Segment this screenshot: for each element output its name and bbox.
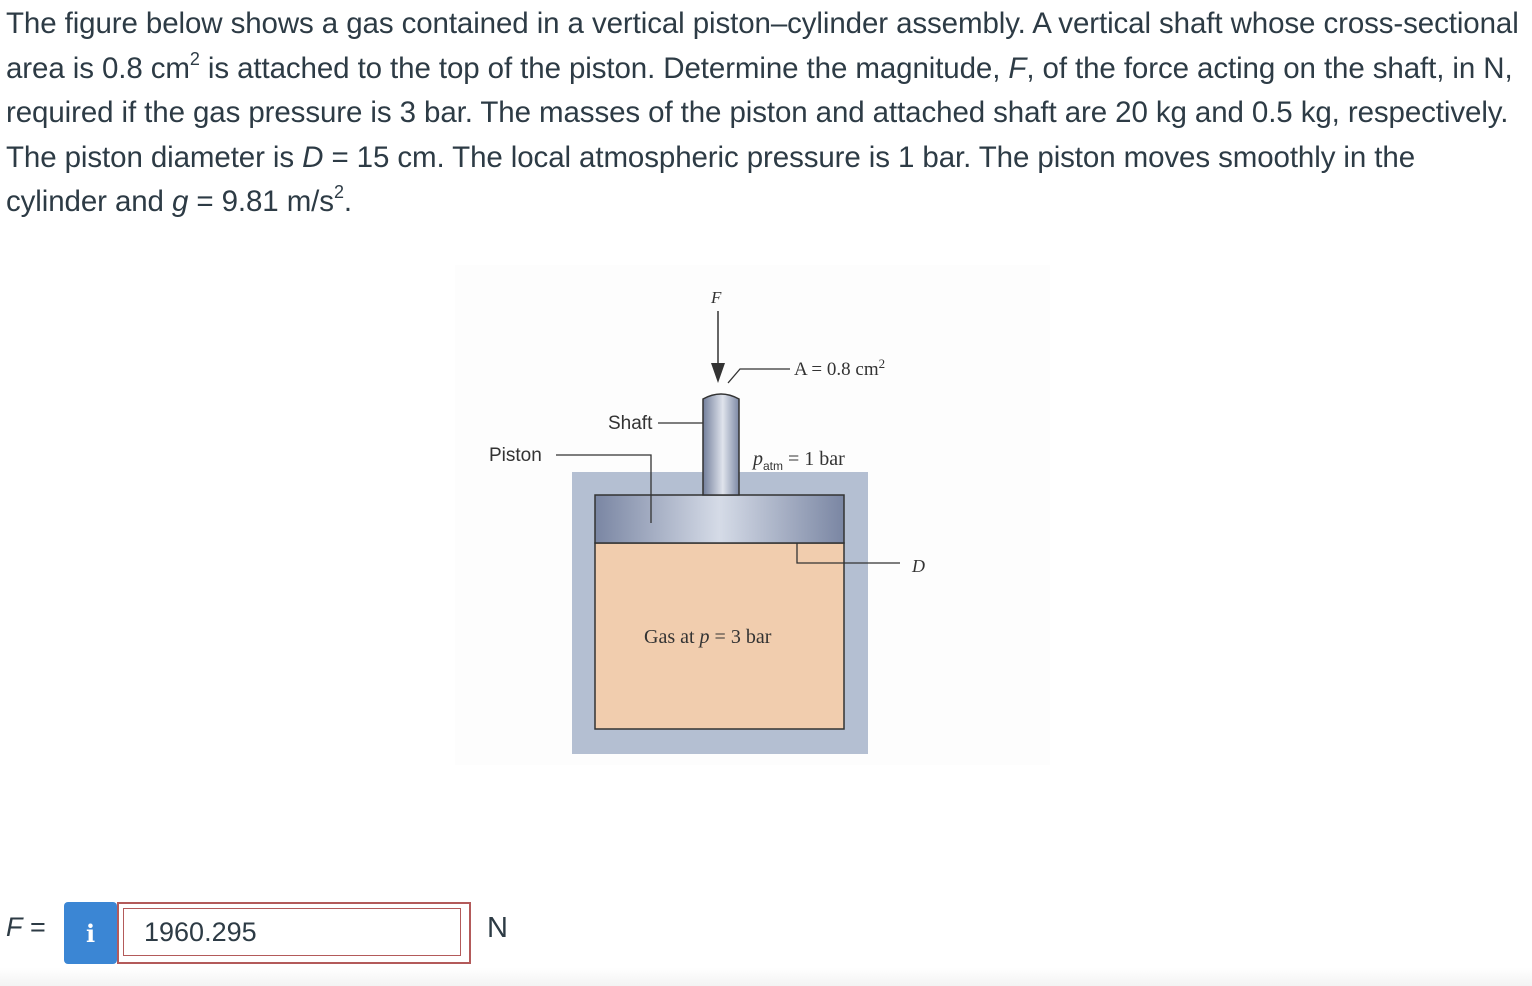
info-button[interactable]: i	[64, 902, 117, 964]
piston-label: Piston	[489, 445, 542, 466]
diameter-leader	[796, 543, 900, 564]
gas-region	[594, 542, 845, 730]
piston-leader	[556, 454, 652, 523]
diameter-label: D	[911, 556, 925, 576]
answer-label: F =	[6, 912, 46, 942]
area-leader	[727, 368, 790, 384]
gas-label: Gas at p = 3 bar	[644, 626, 772, 648]
area-label: A = 0.8 cm2	[794, 356, 885, 380]
piston-cylinder-figure: F A = 0.8 cm2 Shaft Piston patm = 1 bar …	[455, 265, 1050, 765]
patm-label: patm = 1 bar	[751, 448, 845, 473]
shaft	[702, 393, 740, 496]
question-text: The figure below shows a gas contained i…	[6, 7, 1519, 218]
answer-field-frame	[117, 902, 471, 964]
info-icon: i	[85, 918, 96, 948]
figure-svg: F A = 0.8 cm2 Shaft Piston patm = 1 bar …	[455, 265, 1050, 765]
answer-input[interactable]	[123, 908, 461, 956]
unit-label: N	[487, 912, 508, 944]
shaft-label: Shaft	[608, 413, 653, 434]
piston	[594, 494, 845, 544]
force-arrow-head	[711, 363, 725, 383]
force-label: F	[710, 288, 722, 307]
answer-row: F = i N	[0, 898, 1532, 968]
bottom-shade	[0, 968, 1532, 986]
